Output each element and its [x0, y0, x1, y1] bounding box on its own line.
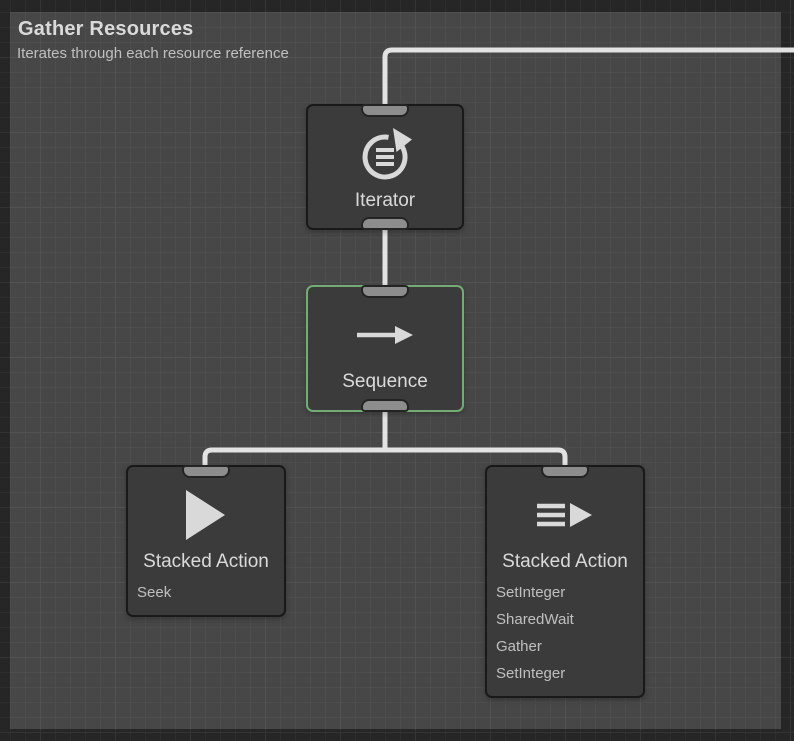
action-item: Gather: [496, 638, 542, 655]
input-connector[interactable]: [361, 285, 409, 298]
group-subtitle: Iterates through each resource reference: [17, 45, 289, 62]
input-connector[interactable]: [541, 465, 589, 478]
node-stacked-action-gather[interactable]: Stacked Action SetInteger SharedWait Gat…: [485, 465, 645, 698]
action-list: Seek: [128, 575, 284, 606]
group-title: Gather Resources: [18, 18, 194, 40]
node-iterator[interactable]: Iterator: [306, 104, 464, 230]
node-label: Stacked Action: [502, 551, 628, 572]
action-item: SetInteger: [496, 584, 566, 601]
wire-branch-to-actions: [202, 447, 568, 470]
output-connector[interactable]: [361, 399, 409, 412]
node-label: Sequence: [342, 371, 428, 392]
action-item: SetInteger: [496, 665, 566, 682]
arrow-right-icon: [356, 305, 414, 365]
node-label: Iterator: [354, 190, 416, 211]
input-connector[interactable]: [361, 104, 409, 117]
action-item: SharedWait: [496, 611, 574, 628]
node-label: Stacked Action: [143, 551, 269, 572]
action-item: Seek: [137, 584, 172, 601]
node-stacked-action-seek[interactable]: Stacked Action Seek: [126, 465, 286, 617]
loop-icon: [357, 124, 413, 184]
action-list: SetInteger SharedWait Gather SetInteger: [487, 575, 643, 687]
node-sequence[interactable]: Sequence: [306, 285, 464, 412]
wire-parent-to-iterator: [382, 47, 794, 108]
play-icon: [185, 485, 227, 545]
output-connector[interactable]: [361, 217, 409, 230]
input-connector[interactable]: [182, 465, 230, 478]
list-play-icon: [536, 485, 594, 545]
